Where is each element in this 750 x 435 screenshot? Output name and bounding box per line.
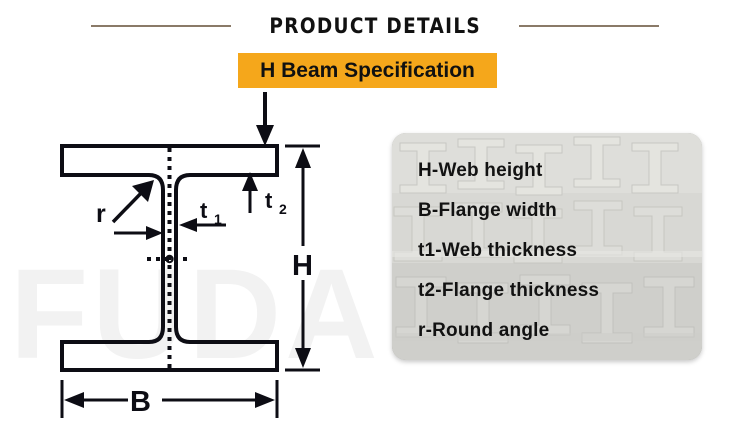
header-rule-left	[90, 25, 231, 27]
pointer-arrow-icon	[256, 92, 274, 146]
specification-list: H-Web height B-Flange width t1-Web thick…	[392, 133, 702, 360]
page-title: PRODUCT DETAILS	[269, 14, 481, 38]
dimension-label-b: B	[130, 386, 151, 418]
spec-label-badge: H Beam Specification	[238, 53, 497, 88]
panel-overlay-wash	[392, 133, 702, 360]
spec-label-text: H Beam Specification	[260, 58, 475, 82]
dimension-flange-thickness: t 2	[242, 172, 287, 217]
dimension-label-r: r	[96, 200, 106, 228]
dimension-label-h: H	[292, 250, 313, 282]
dimension-label-t2-sub: 2	[279, 201, 287, 217]
specification-legend-panel: H-Web height B-Flange width t1-Web thick…	[392, 133, 702, 360]
page-header: PRODUCT DETAILS	[0, 8, 750, 44]
watermark: FUDA	[10, 243, 382, 386]
dimension-height: H	[285, 144, 320, 372]
dimension-label-t1: t	[200, 198, 208, 223]
list-item: r-Round angle	[418, 320, 550, 341]
list-item: H-Web height	[418, 160, 543, 181]
dimension-label-t2: t	[265, 188, 273, 213]
dimension-label-t1-sub: 1	[214, 211, 222, 227]
dimension-radius: r	[96, 180, 154, 228]
list-item: t2-Flange thickness	[418, 280, 600, 301]
header-rule-right	[519, 25, 660, 27]
list-item: B-Flange width	[418, 200, 557, 221]
list-item: t1-Web thickness	[418, 240, 578, 261]
h-beam-diagram: .stroke { fill: none; stroke: #0d0d14; s…	[60, 144, 320, 418]
dimension-web-thickness: t 1	[114, 198, 226, 240]
dimension-width: B	[60, 380, 279, 418]
